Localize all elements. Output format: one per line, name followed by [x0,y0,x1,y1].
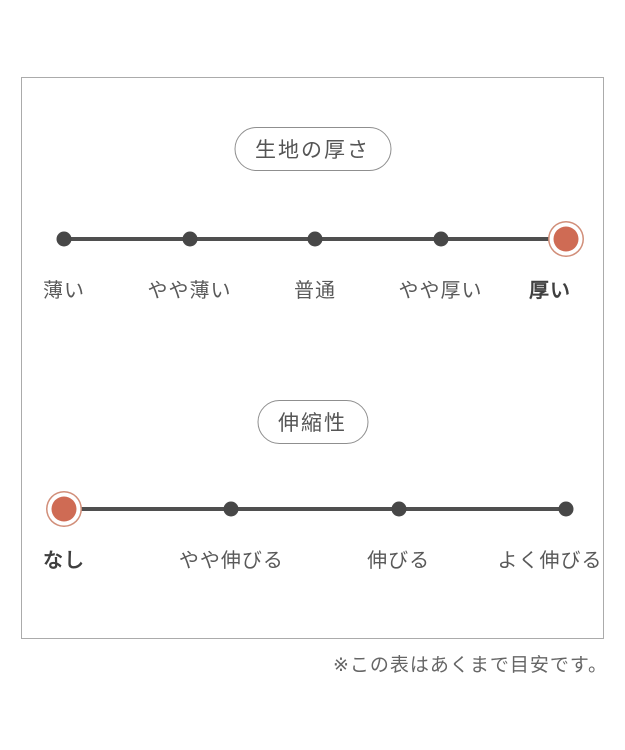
scale-dot [223,501,239,517]
scale-dot [433,231,448,247]
scale-label: やや伸びる [178,550,284,572]
thickness-scale-title: 生地の厚さ [255,139,370,162]
scale-dot [56,231,72,247]
scale-dot [558,501,574,517]
scale-label: よく伸びる [497,550,603,572]
scale-label: なし [43,550,85,572]
stretch-scale-track [51,490,574,528]
scale-line [64,507,566,511]
scale-label: 伸びる [367,550,431,572]
thickness-scale-track [56,220,579,258]
scale-dot-selected [553,226,579,252]
scale-dot [307,231,323,247]
scale-dot [182,231,197,247]
disclaimer-note: ※この表はあくまで目安です。 [332,655,608,676]
scale-dot [391,501,407,517]
scale-label: 薄い [43,280,85,302]
stretch-scale-labels: なし やや伸びる 伸びる よく伸びる [43,544,602,572]
thickness-scale-labels: 薄い やや薄い 普通 やや厚い 厚い [43,274,570,302]
scale-label: やや厚い [398,280,483,302]
stretch-scale-title: 伸縮性 [278,412,347,435]
thickness-scale-title-pill: 生地の厚さ [234,127,391,171]
stretch-scale-title-pill: 伸縮性 [257,400,368,444]
guide-chart-frame: 生地の厚さ 薄い やや薄い 普通 やや厚い 厚い 伸縮性 なし やや伸びる 伸びる よく伸びる [21,77,604,639]
scale-dot-selected [51,496,77,522]
scale-label: 厚い [529,280,571,302]
scale-label: 普通 [294,280,336,302]
scale-label: やや薄い [147,280,232,302]
